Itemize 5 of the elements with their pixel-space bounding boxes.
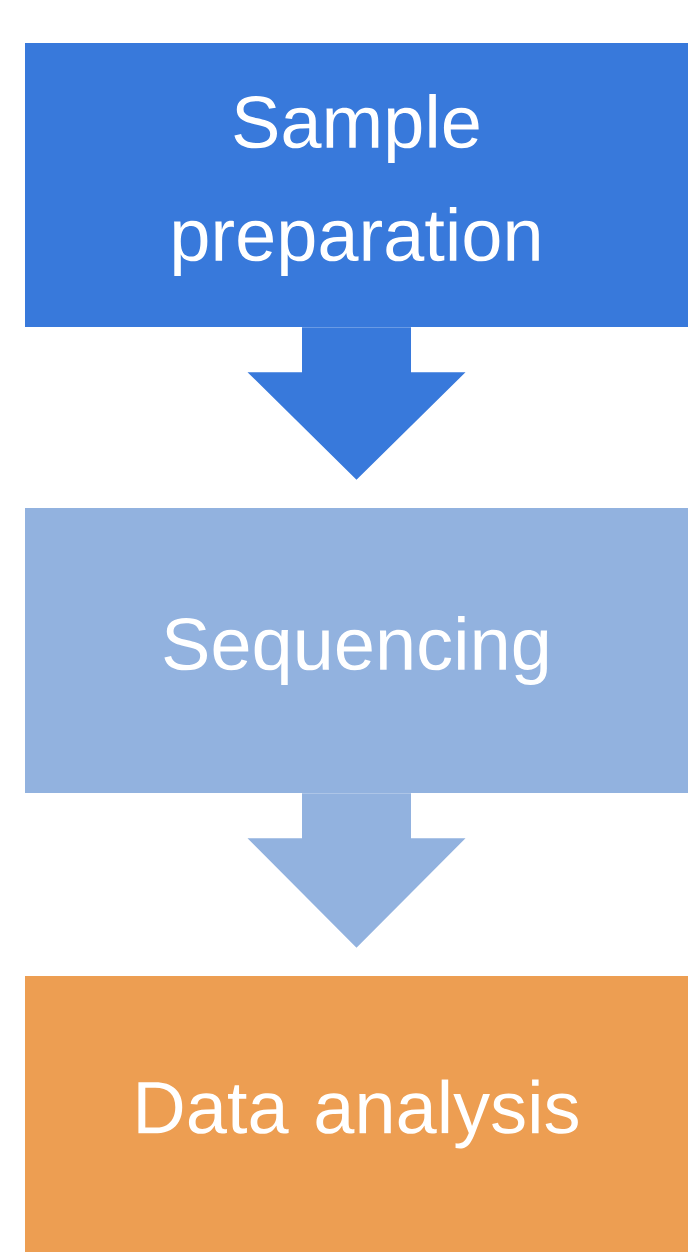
block-arrow: [247, 327, 466, 480]
process-box: Sequencing: [25, 508, 688, 793]
block-arrow: [247, 793, 466, 948]
process-box: Data analysis: [25, 976, 688, 1252]
process-box: Sample preparation: [25, 43, 688, 327]
